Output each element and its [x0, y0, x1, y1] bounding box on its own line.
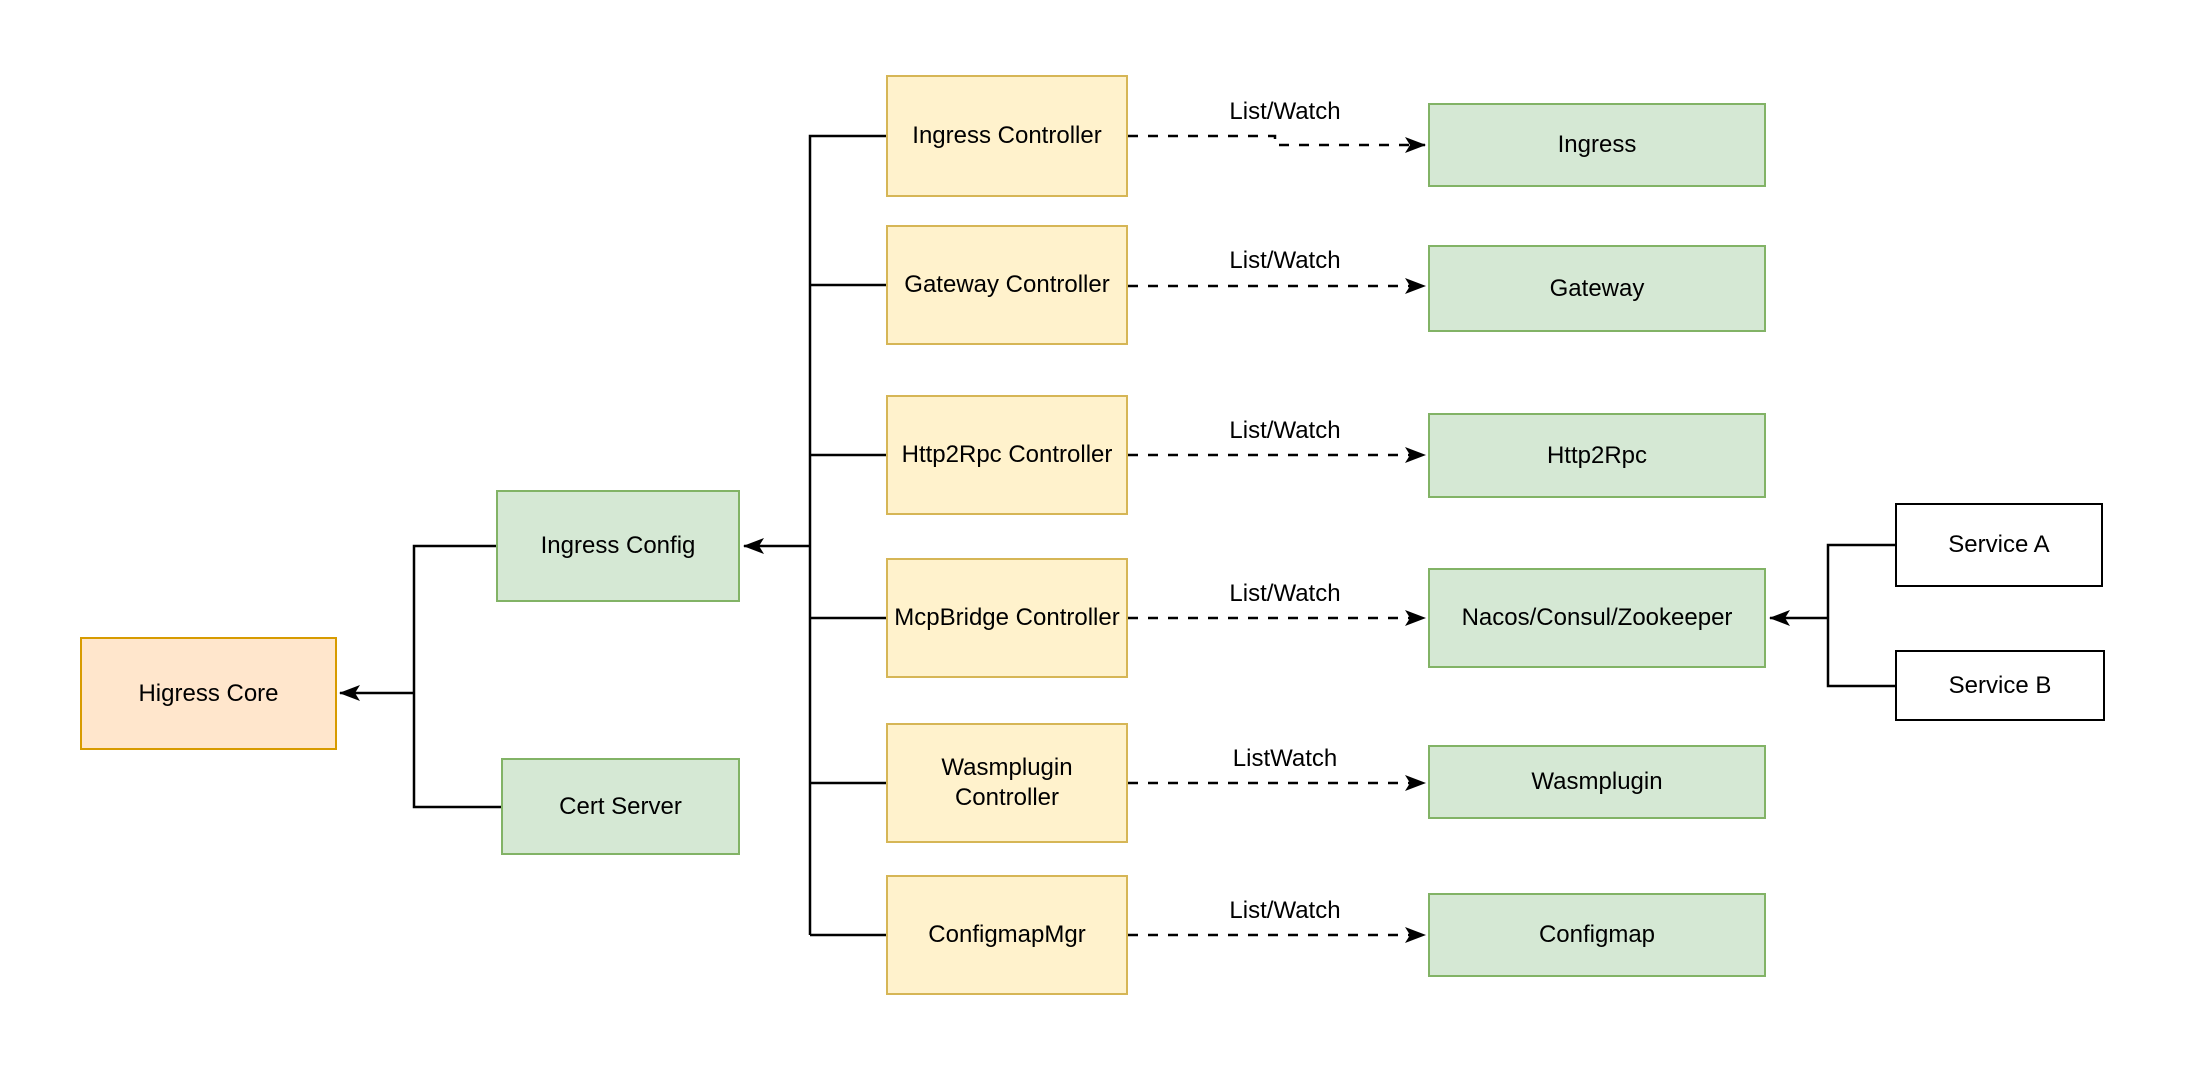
node-wasmplugin-controller-label: Wasmplugin Controller [941, 754, 1073, 811]
edge-label-ingress-list-watch: List/Watch [1229, 98, 1341, 125]
node-nacos-consul-zookeeper-label: Nacos/Consul/Zookeeper [1461, 604, 1733, 631]
node-higress-core-label: Higress Core [138, 679, 279, 707]
edge-label-mcpbridge-list-watch: List/Watch [1229, 580, 1341, 607]
node-gateway: Gateway [1428, 245, 1766, 332]
node-service-a: Service A [1895, 503, 2103, 587]
node-configmap-mgr: ConfigmapMgr [886, 875, 1128, 995]
node-nacos-consul-zookeeper: Nacos/Consul/Zookeeper [1428, 568, 1766, 668]
node-http2rpc-label: Http2Rpc [1546, 441, 1648, 469]
edge-controller-trunk [808, 134, 886, 935]
node-service-b: Service B [1895, 650, 2105, 721]
edge-label-configmap-list-watch: List/Watch [1229, 897, 1341, 924]
node-gateway-label: Gateway [1549, 274, 1645, 302]
node-http2rpc-controller-label: Http2Rpc Controller [901, 441, 1113, 468]
node-wasmplugin-label: Wasmplugin [1531, 768, 1663, 795]
edge-label-gateway-list-watch: List/Watch [1229, 247, 1341, 274]
node-ingress-config-label: Ingress Config [540, 532, 696, 559]
node-mcpbridge-controller-label: McpBridge Controller [894, 604, 1120, 631]
edge-config-cert-bracket [412, 544, 501, 809]
node-cert-server-label: Cert Server [559, 792, 682, 820]
node-configmap: Configmap [1428, 893, 1766, 977]
node-service-b-label: Service B [1948, 671, 2052, 699]
node-ingress-label: Ingress [1557, 131, 1637, 158]
edge-services-bracket [1826, 543, 1895, 688]
node-higress-core: Higress Core [80, 637, 337, 750]
node-service-a-label: Service A [1948, 531, 2050, 558]
node-wasmplugin-controller: Wasmplugin Controller [886, 723, 1128, 843]
node-configmap-mgr-label: ConfigmapMgr [928, 921, 1086, 948]
node-http2rpc-controller: Http2Rpc Controller [886, 395, 1128, 515]
edge-label-wasmplugin-list-watch: ListWatch [1232, 745, 1338, 772]
node-gateway-controller: Gateway Controller [886, 225, 1128, 345]
node-ingress-controller: Ingress Controller [886, 75, 1128, 197]
node-http2rpc: Http2Rpc [1428, 413, 1766, 498]
node-ingress-controller-label: Ingress Controller [912, 122, 1102, 149]
edge-ingress-controller-to-ingress [1128, 134, 1426, 153]
node-gateway-controller-label: Gateway Controller [904, 271, 1110, 298]
node-ingress-config: Ingress Config [496, 490, 740, 602]
node-ingress: Ingress [1428, 103, 1766, 187]
node-cert-server: Cert Server [501, 758, 740, 855]
node-wasmplugin: Wasmplugin [1428, 745, 1766, 819]
node-configmap-label: Configmap [1538, 921, 1656, 948]
edge-label-http2rpc-list-watch: List/Watch [1229, 417, 1341, 444]
node-mcpbridge-controller: McpBridge Controller [886, 558, 1128, 678]
